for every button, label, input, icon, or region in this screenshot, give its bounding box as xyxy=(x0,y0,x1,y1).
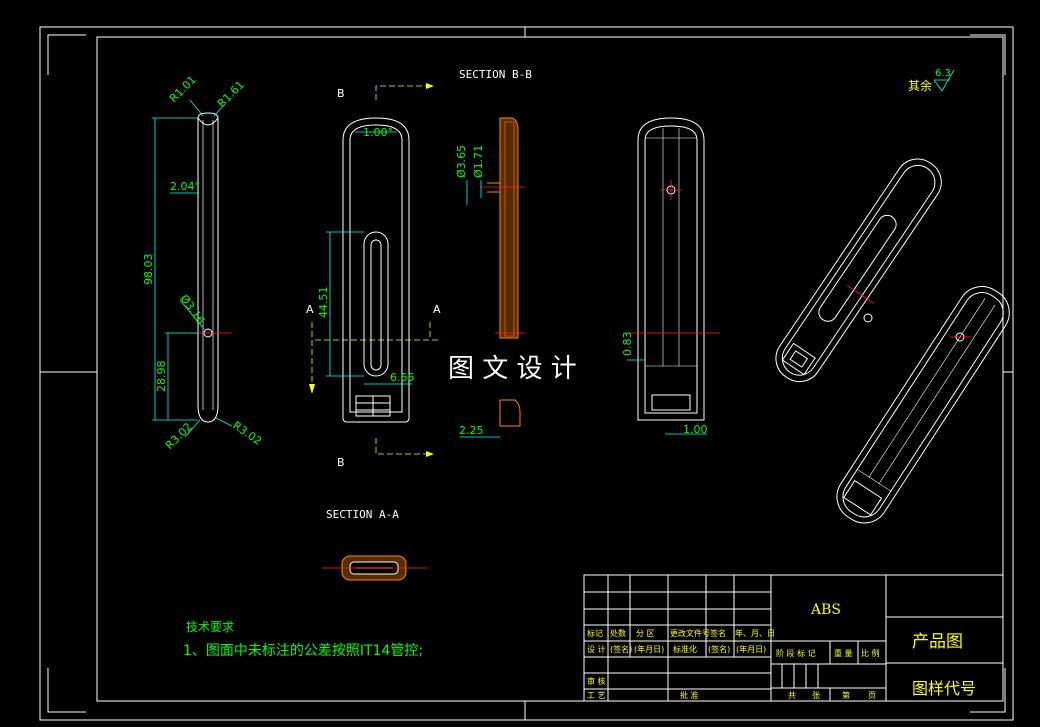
front-view xyxy=(309,83,440,457)
dim-9803: 98.03 xyxy=(142,254,155,286)
tb-row2-3: 标准化 xyxy=(673,644,697,654)
section-bb-view xyxy=(460,117,525,438)
dim-225: 2.25 xyxy=(459,424,484,437)
tb-sheets-2: 第 xyxy=(842,690,850,700)
tb-row1-1: 处数 xyxy=(610,628,626,638)
tb-row1-0: 标记 xyxy=(587,628,603,638)
notes-title: 技术要求 xyxy=(186,620,234,634)
tb-sheets-0: 共 xyxy=(788,691,796,700)
tb-row4-1: 批 准 xyxy=(680,690,699,700)
dim-2898: 28.98 xyxy=(155,361,168,393)
tb-stage-0: 阶 段 标 记 xyxy=(776,648,816,658)
tb-row1-4: 签名 xyxy=(710,628,726,638)
notes-line1: 1、图面中未标注的公差按照IT14管控; xyxy=(183,643,423,659)
section-aa-view xyxy=(322,555,428,581)
side-profile-view xyxy=(152,99,233,438)
surface-prefix: 其余 xyxy=(908,78,932,93)
dim-100b: 1.00 xyxy=(683,423,708,436)
dim-r161: R1.61 xyxy=(215,78,247,110)
label-b-bottom: B xyxy=(337,456,345,469)
dim-r302a: R3.02 xyxy=(163,420,195,452)
tb-row2-0: 设 计 xyxy=(587,644,606,654)
tb-row2-1: (签名) xyxy=(610,644,632,654)
dim-100a: 1.00° xyxy=(363,126,393,139)
tb-row1-3: 更改文件号 xyxy=(670,628,710,638)
tb-product: 产品图 xyxy=(912,632,963,652)
iso-view-1 xyxy=(775,158,942,383)
section-aa-title: SECTION A-A xyxy=(326,508,399,521)
tb-row1-5: 年、月、日 xyxy=(735,628,775,638)
tb-sheets-3: 页 xyxy=(868,691,876,700)
dim-phi365: Ø3.65 xyxy=(455,145,468,178)
tb-row3-0: 审 核 xyxy=(587,676,606,686)
tb-row2-2: (年月日) xyxy=(634,644,664,654)
tb-sheets-1: 张 xyxy=(812,691,820,700)
dim-r302b: R3.02 xyxy=(230,419,264,448)
tb-row2-5: (年月日) xyxy=(736,644,766,654)
label-b-top: B xyxy=(337,87,345,100)
section-bb-title: SECTION B-B xyxy=(459,68,532,81)
label-a-right: A xyxy=(433,303,441,316)
iso-view-2 xyxy=(836,286,1010,524)
dim-r101: R1.01 xyxy=(167,73,199,105)
title-block xyxy=(583,574,1004,702)
surface-value: 6.3 xyxy=(935,68,951,79)
tb-stage-2: 比 例 xyxy=(861,648,880,658)
dim-204: 2.04° xyxy=(170,180,200,193)
dim-phi171: Ø1.71 xyxy=(472,145,485,178)
tb-stage-1: 重 量 xyxy=(834,648,853,658)
back-view xyxy=(627,117,720,435)
tb-material: ABS xyxy=(810,602,841,618)
dim-4451: 44.51 xyxy=(317,287,330,319)
tb-row4-0: 工 艺 xyxy=(587,691,606,700)
watermark-text: 图 文 设 计 xyxy=(448,354,577,384)
dim-083: 0.83 xyxy=(621,332,634,357)
roughness-symbol xyxy=(933,69,955,92)
label-a-left: A xyxy=(306,303,314,316)
tb-row1-2: 分 区 xyxy=(636,629,655,638)
tb-row2-4: (签名) xyxy=(708,644,730,654)
drawing-frame xyxy=(39,26,1014,721)
tb-code: 图样代号 xyxy=(912,679,976,698)
iso-view-1-hole xyxy=(863,313,873,323)
dim-666: 6.66 xyxy=(390,371,415,384)
